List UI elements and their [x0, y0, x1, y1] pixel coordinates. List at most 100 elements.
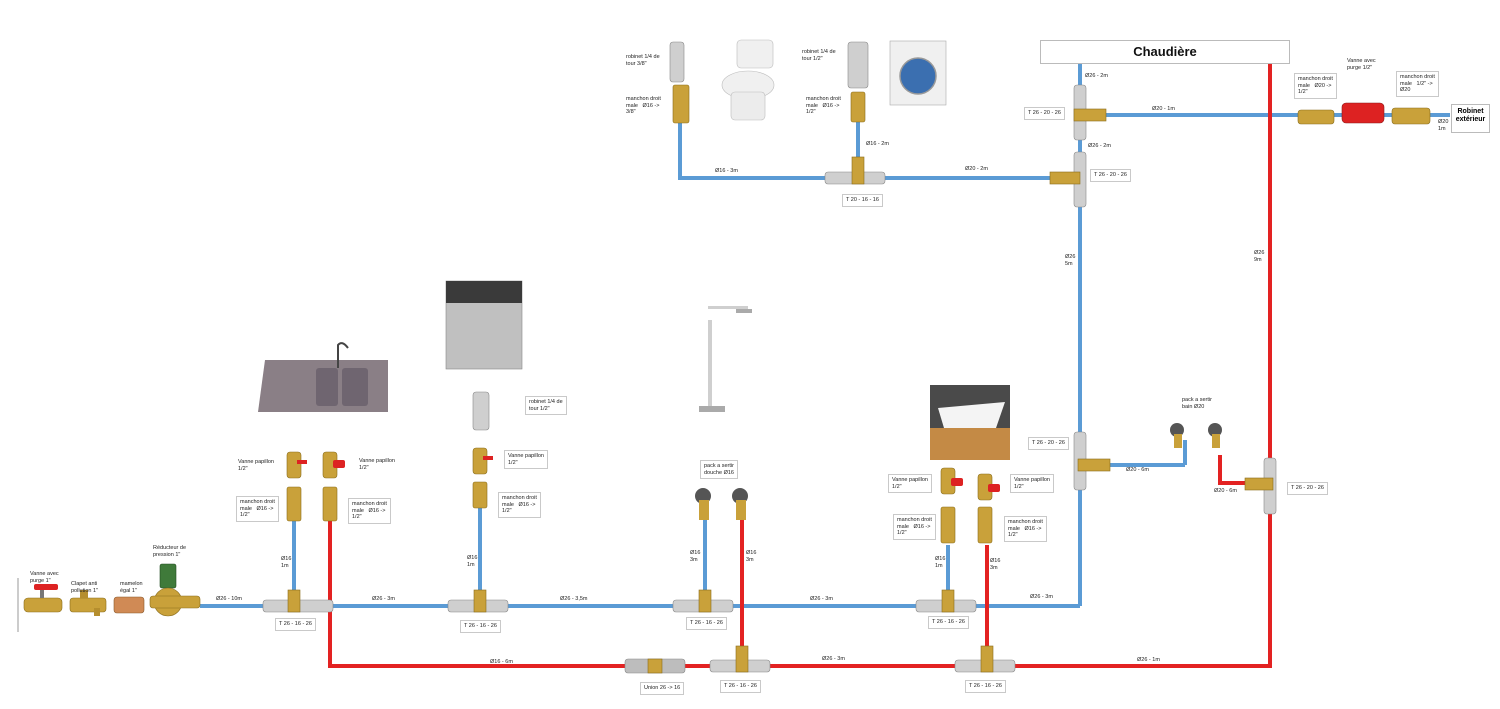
tee-fitting	[672, 589, 734, 613]
component-label: manchon droit male Ø16 -> 1/2"	[1004, 516, 1047, 542]
pipe-label: Ø20 - 1m	[1152, 106, 1175, 112]
crimp-pack	[1208, 423, 1222, 448]
tee-label: T 26 - 16 - 26	[965, 680, 1006, 693]
component-label: robinet 1/4 de tour 1/2"	[802, 49, 836, 62]
pipe-label: Ø26 - 3m	[372, 596, 395, 602]
tee-fitting	[262, 589, 334, 613]
tee-label: T 26 - 20 - 26	[1024, 107, 1065, 120]
component-label: manchon droit male 1/2" -> Ø20	[1396, 71, 1439, 97]
tee-label: T 20 - 16 - 16	[842, 194, 883, 207]
nipple	[113, 596, 145, 614]
male-coupling	[672, 84, 690, 124]
inlet-components	[23, 563, 201, 617]
crimp-pack	[695, 488, 711, 520]
component-label: Vanne papillon 1/2"	[359, 458, 395, 471]
tee-fitting	[824, 156, 886, 185]
component-label: robinet 1/4 de tour 3/8"	[626, 54, 660, 67]
pipe-label: Ø26 - 1m	[1137, 657, 1160, 663]
purge-valve	[23, 584, 63, 613]
component-label: manchon droit male Ø16 -> 1/2"	[893, 514, 936, 540]
tee-fitting	[954, 645, 1016, 673]
tee-label: T 26 - 16 - 26	[928, 616, 969, 629]
component-label: Vanne papillon 1/2"	[1010, 474, 1054, 493]
quarter-turn-valve	[847, 41, 869, 89]
pipe-label: Ø20 - 6m	[1126, 467, 1149, 473]
component-label: pack a sertir douche Ø16	[700, 460, 738, 479]
component-label: Vanne papillon 1/2"	[504, 450, 548, 469]
pipe-label: Ø16 1m	[281, 556, 292, 569]
component-label: Vanne papillon 1/2"	[238, 459, 274, 472]
union-fitting	[624, 658, 686, 674]
quarter-turn-valve	[472, 391, 490, 431]
component-label: manchon droit male Ø16 -> 1/2"	[498, 492, 541, 518]
component-label: pack a sertir bain Ø20	[1182, 397, 1212, 410]
tee-label: T 26 - 16 - 26	[686, 617, 727, 630]
pipe-label: Ø16 - 2m	[866, 141, 889, 147]
purge-valve	[1341, 102, 1385, 124]
cold-pipes	[200, 62, 1450, 608]
dishwasher-icon	[445, 280, 523, 370]
kitchen-sink-icon	[258, 342, 388, 412]
male-coupling	[1297, 109, 1335, 125]
component-label: Clapet anti pollution 1"	[71, 581, 99, 594]
male-coupling	[286, 486, 302, 522]
pipe-label: Ø26 9m	[1254, 250, 1265, 263]
hot-main-pipe	[328, 62, 1272, 668]
component-label: robinet 1/4 de tour 1/2"	[525, 396, 567, 415]
pipe-label: Ø16 - 6m	[490, 659, 513, 665]
appliances	[258, 39, 1010, 460]
male-coupling	[1391, 107, 1431, 125]
tee-fitting	[1073, 431, 1111, 491]
pipe-label: Ø16 1m	[935, 556, 946, 569]
tee-label: T 26 - 16 - 26	[275, 618, 316, 631]
component-label: Vanne avec purge 1/2"	[1347, 58, 1376, 71]
anti-pollution-valve	[69, 590, 107, 616]
riser-fittings	[286, 41, 1431, 544]
male-coupling	[850, 91, 866, 123]
cold-upper-branch	[678, 120, 1060, 180]
exterior-tap-box: Robinet extérieur	[1451, 104, 1490, 133]
pipe-label: Ø16 1m	[467, 555, 478, 568]
tee-fitting	[1244, 457, 1277, 515]
pipe-label: Ø26 - 3,5m	[560, 596, 588, 602]
butterfly-valve	[322, 451, 345, 479]
toilet-icon	[721, 39, 775, 121]
pipe-label: Ø26 - 3m	[1030, 594, 1053, 600]
component-label: manchon droit male Ø16 -> 1/2"	[236, 496, 279, 522]
washbasin-icon	[930, 385, 1010, 460]
male-coupling	[977, 506, 993, 544]
pipe-label: Ø20 - 6m	[1214, 488, 1237, 494]
component-label: mamelon égal 1"	[120, 581, 143, 594]
butterfly-valve	[286, 451, 307, 479]
component-label: Vanne papillon 1/2"	[888, 474, 932, 493]
boiler-box: Chaudière	[1040, 40, 1290, 64]
union-label: Union 26 -> 16	[640, 682, 685, 695]
crimp-pack	[1170, 423, 1184, 448]
pipe-label: Ø20 - 2m	[965, 166, 988, 172]
male-coupling	[940, 506, 956, 544]
pipe-label: Ø16 3m	[990, 558, 1001, 571]
pipe-label: Ø26 - 2m	[1085, 73, 1108, 79]
component-label: Vanne avec purge 1"	[30, 571, 59, 584]
tee-label: T 26 - 16 - 26	[720, 680, 761, 693]
butterfly-valve	[940, 467, 963, 495]
tee-fitting	[915, 589, 977, 613]
tee-label: T 26 - 16 - 26	[460, 620, 501, 633]
washing-machine-icon	[889, 40, 947, 106]
component-label: manchon droit male Ø16 -> 1/2"	[806, 96, 841, 115]
pipe-label: Ø26 - 10m	[216, 596, 242, 602]
tee-label: T 26 - 20 - 26	[1090, 169, 1131, 182]
tee-fitting	[709, 645, 771, 673]
pipe-label: Ø20 1m	[1438, 119, 1449, 132]
pipe-label: Ø26 - 3m	[810, 596, 833, 602]
pipe-label: Ø26 5m	[1065, 254, 1076, 267]
tee-label: T 26 - 20 - 26	[1287, 482, 1328, 495]
pipe-label: Ø16 3m	[746, 550, 757, 563]
male-coupling	[472, 481, 488, 509]
pipe-label: Ø16 - 3m	[715, 168, 738, 174]
tee-label: T 26 - 20 - 26	[1028, 437, 1069, 450]
male-coupling	[322, 486, 338, 522]
component-label: manchon droit male Ø16 -> 3/8"	[626, 96, 661, 115]
tee-fitting	[1073, 84, 1107, 141]
component-label: manchon droit male Ø16 -> 1/2"	[348, 498, 391, 524]
